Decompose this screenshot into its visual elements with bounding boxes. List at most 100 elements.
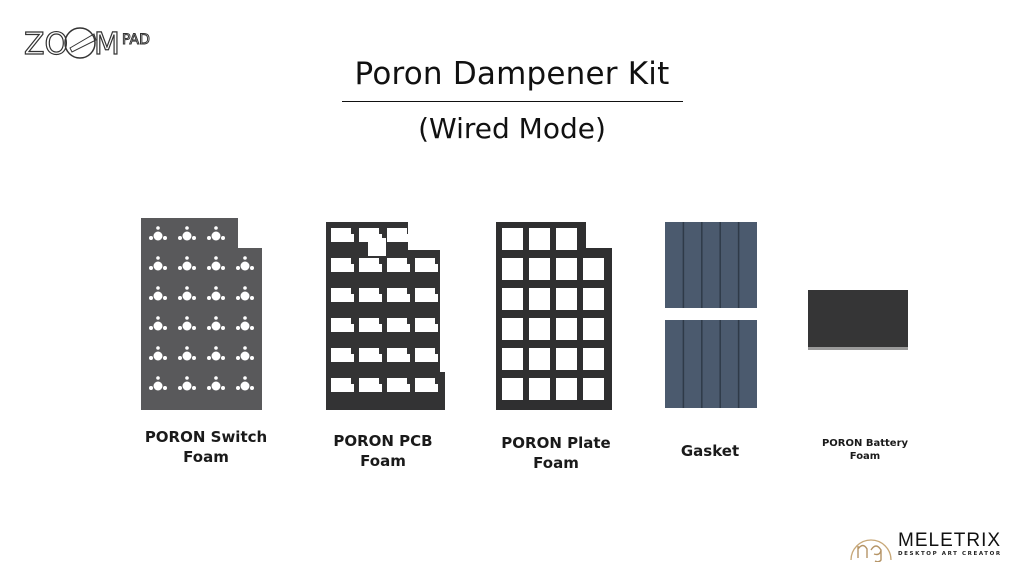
caption-switch-foam: PORON Switch Foam <box>130 427 282 467</box>
switch-foam-hole <box>207 296 211 300</box>
pcb-foam-cutout <box>331 258 354 272</box>
plate-foam-square <box>502 288 523 310</box>
caption-line: PORON Battery <box>821 438 909 449</box>
switch-foam-hole <box>236 326 240 330</box>
switch-foam-hole <box>207 266 211 270</box>
switch-foam-hole <box>250 326 254 330</box>
switch-foam-hole <box>221 296 225 300</box>
plate-foam-square <box>556 288 577 310</box>
switch-foam-hole <box>211 261 221 271</box>
switch-foam-hole <box>207 236 211 240</box>
switch-foam-hole <box>153 381 163 391</box>
switch-foam-hole <box>221 326 225 330</box>
switch-foam-hole <box>221 386 225 390</box>
plate-foam-square <box>556 378 577 400</box>
switch-foam-hole <box>185 346 189 350</box>
switch-foam-hole <box>211 231 221 241</box>
switch-foam-hole <box>211 381 221 391</box>
switch-foam-hole <box>240 291 250 301</box>
switch-foam-hole <box>214 346 218 350</box>
pcb-foam-cutout <box>415 258 438 272</box>
switch-foam-hole <box>156 376 160 380</box>
switch-foam-hole <box>240 381 250 391</box>
plate-foam-square <box>529 378 550 400</box>
pcb-foam-cutout <box>387 228 410 242</box>
switch-foam-hole <box>163 296 167 300</box>
plate-foam-square <box>556 228 577 250</box>
caption-line: Foam <box>533 454 579 472</box>
switch-foam-hole <box>153 231 163 241</box>
switch-foam-hole <box>185 376 189 380</box>
switch-foam-hole <box>163 236 167 240</box>
switch-foam-hole <box>185 226 189 230</box>
pcb-foam-cutout <box>387 378 410 392</box>
switch-foam-hole <box>250 356 254 360</box>
plate-foam-square <box>529 288 550 310</box>
switch-foam-hole <box>221 356 225 360</box>
switch-foam-hole <box>182 351 192 361</box>
switch-foam-hole <box>182 381 192 391</box>
plate-foam-square <box>502 378 523 400</box>
switch-foam-hole <box>149 296 153 300</box>
plate-foam-square <box>502 348 523 370</box>
switch-foam-hole <box>182 261 192 271</box>
caption-gasket: Gasket <box>650 441 770 461</box>
gasket-strip-block <box>665 320 757 408</box>
switch-foam-hole <box>156 346 160 350</box>
switch-foam-hole <box>163 386 167 390</box>
switch-foam-hole <box>243 286 247 290</box>
switch-foam-hole <box>182 321 192 331</box>
switch-foam-hole <box>250 386 254 390</box>
switch-foam-hole <box>214 286 218 290</box>
switch-foam-hole <box>182 231 192 241</box>
pcb-foam-cutout <box>387 348 410 362</box>
caption-line: Foam <box>360 452 406 470</box>
switch-foam-hole <box>240 351 250 361</box>
pcb-foam-cutout <box>331 318 354 332</box>
switch-foam-hole <box>153 261 163 271</box>
switch-foam-hole <box>211 321 221 331</box>
switch-foam-hole <box>185 286 189 290</box>
switch-foam-hole <box>236 386 240 390</box>
pcb-foam-cutout <box>359 348 382 362</box>
switch-foam-hole <box>192 296 196 300</box>
switch-foam-hole <box>192 266 196 270</box>
zoompad-logo: ZO M PAD <box>24 26 150 62</box>
page-title: Poron Dampener Kit <box>354 56 670 92</box>
meletrix-wordmark: MELETRIX <box>898 530 1002 551</box>
switch-foam-hole <box>163 326 167 330</box>
switch-foam-hole <box>185 256 189 260</box>
plate-foam-square <box>556 258 577 280</box>
switch-foam-hole <box>243 346 247 350</box>
switch-foam-hole <box>182 291 192 301</box>
plate-foam-square <box>529 228 550 250</box>
svg-text:PAD: PAD <box>122 32 150 48</box>
plate-foam-square <box>583 378 604 400</box>
plate-foam-square <box>583 288 604 310</box>
switch-foam-hole <box>207 386 211 390</box>
switch-foam-hole <box>243 256 247 260</box>
switch-foam-hole <box>236 266 240 270</box>
switch-foam-hole <box>214 376 218 380</box>
caption-battery-foam: PORON Battery Foam <box>790 437 940 463</box>
pcb-foam-cutout <box>368 238 386 256</box>
caption-line: PORON Switch <box>144 428 268 446</box>
meletrix-tagline: DESKTOP ART CREATOR <box>898 551 1002 557</box>
pcb-foam-cutout <box>359 288 382 302</box>
switch-foam-hole <box>250 296 254 300</box>
caption-line: PORON PCB <box>333 432 433 450</box>
caption-line: Gasket <box>680 442 740 460</box>
title-divider <box>342 101 683 102</box>
switch-foam-hole <box>214 316 218 320</box>
switch-foam-hole <box>214 226 218 230</box>
switch-foam-hole <box>221 266 225 270</box>
switch-foam-hole <box>192 386 196 390</box>
switch-foam-hole <box>243 316 247 320</box>
switch-foam-hole <box>178 266 182 270</box>
switch-foam-hole <box>156 286 160 290</box>
switch-foam-hole <box>207 356 211 360</box>
plate-foam-square <box>583 318 604 340</box>
switch-foam-hole <box>156 256 160 260</box>
switch-foam-hole <box>236 356 240 360</box>
switch-foam-hole <box>236 296 240 300</box>
